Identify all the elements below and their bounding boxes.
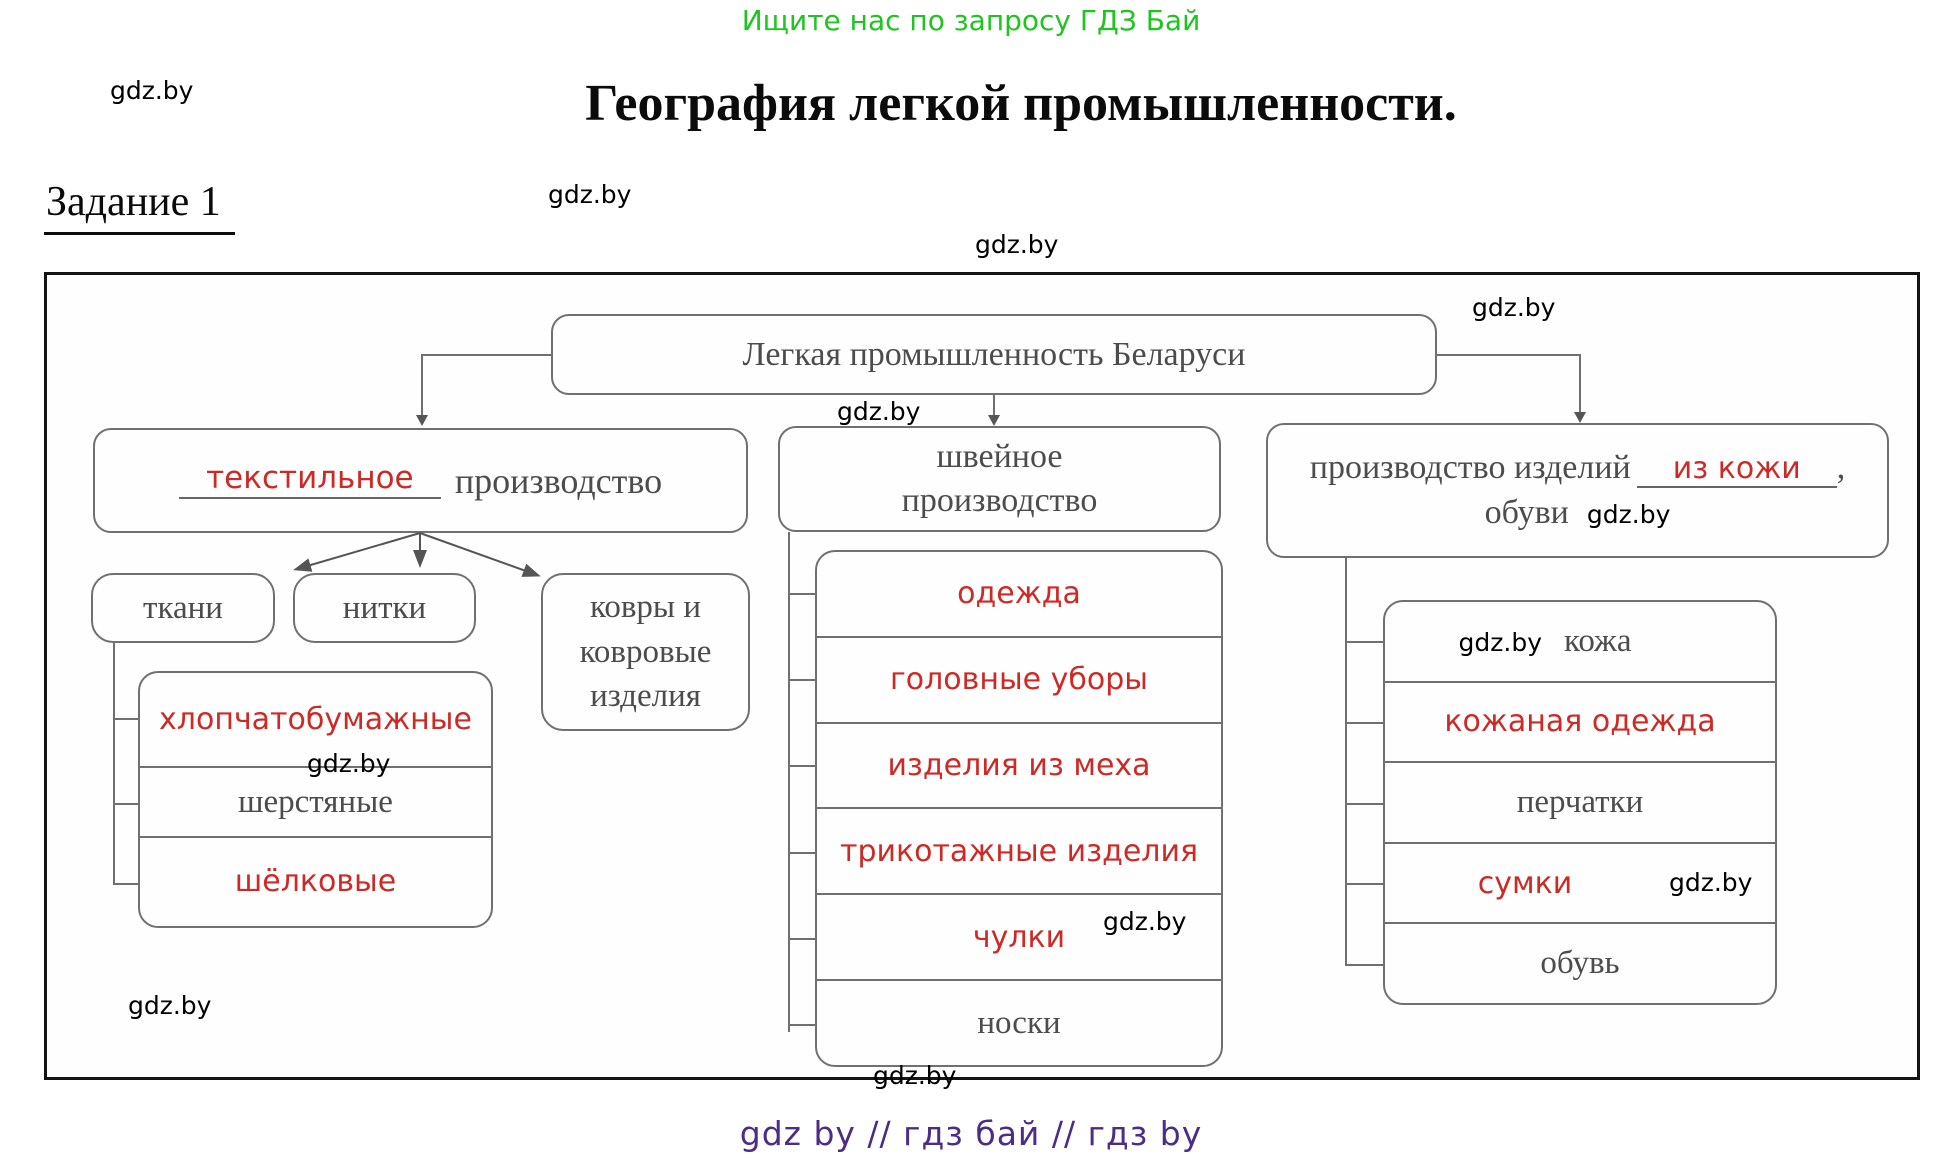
leather-comma: , [1836,448,1846,486]
page-title: География легкой промышленности. [585,75,1457,132]
watermark-sewing-stack: gdz.by [1103,907,1187,936]
arrowhead-right [1574,412,1586,423]
bracket-tick [113,883,138,885]
watermark-frame-top-right: gdz.by [1472,293,1556,322]
watermark-fabrics: gdz.by [307,749,391,778]
watermark-leather-box: gdz.by [1586,500,1671,530]
sewing-item-label: головные уборы [890,662,1148,698]
leather-item-inner: gdz.by кожа [1459,623,1632,660]
bracket-tick [788,852,815,854]
leather-line2: обуви gdz.by [1485,494,1671,532]
sewing-label-line2: производство [901,482,1098,519]
bracket-tick [788,765,815,767]
task-heading: Задание 1 [44,178,235,235]
fabric-item-label: шерстяные [238,783,393,820]
bracket-tick [1345,964,1383,966]
child-label: ковры и ковровые изделия [579,589,712,715]
bracket-tick [113,718,138,720]
diagram-frame: gdz.by Легкая промышленность Беларуси те… [44,272,1920,1090]
fabric-item-label: хлопчатобумажные [159,702,472,737]
sewing-item-row: головные уборы [817,635,1221,722]
bracket-tick [788,938,815,940]
textile-child-carpets-box: ковры и ковровые изделия [541,573,750,731]
promo-banner: Ищите нас по запросу ГДЗ Бай [741,4,1201,37]
fan-arrows [293,532,541,577]
fabric-item-row: шерстяные [140,766,491,836]
watermark-bottom-left: gdz.by [128,991,212,1020]
sewing-label-line1: швейное [936,437,1063,475]
sewing-item-row: одежда [817,552,1221,636]
leather-bracket [1345,558,1347,965]
textile-child-threads-box: нитки [293,573,476,643]
watermark-above-frame: gdz.by [975,230,1059,259]
textile-label: производство [454,460,663,501]
watermark-sewing-top: gdz.by [837,397,921,426]
leather-item-row: кожаная одежда [1385,680,1775,762]
leather-item-label: перчатки [1516,783,1644,820]
bracket-tick [1345,722,1383,724]
bracket-tick [788,593,815,595]
connector-right-horizontal [1437,354,1580,356]
watermark-under-title: gdz.by [548,180,632,209]
sewing-item-row: трикотажные изделия [817,807,1221,893]
bracket-tick [788,679,815,681]
sewing-item-row: чулки [817,893,1221,979]
sewing-stack: одежда головные уборы изделия из меха тр… [815,550,1223,1067]
leather-line1: производство изделий из кожи , [1309,448,1846,489]
sewing-item-label: трикотажные изделия [839,833,1199,869]
textile-answer-blank: текстильное [178,462,441,499]
fabrics-stack: хлопчатобумажные шерстяные шёлковые [138,671,493,928]
fabric-item-row: шёлковые [140,836,491,924]
leather-item-label: сумки [1477,865,1573,901]
root-label: Легкая промышленность Беларуси [742,335,1246,373]
leather-item-label: обувь [1540,945,1620,982]
leather-item-label: кожаная одежда [1444,704,1716,740]
bracket-tick [113,803,138,805]
child-label: ткани [143,589,223,626]
leather-stack: gdz.by кожа кожаная одежда перчатки сумк… [1383,600,1777,1005]
connector-middle-vertical [993,395,995,417]
bracket-tick [1345,803,1383,805]
arrowhead-middle [988,415,1000,426]
watermark-kozha: gdz.by [1458,627,1542,657]
root-box: Легкая промышленность Беларуси [551,314,1437,395]
connector-left-vertical [421,354,423,416]
sewing-item-label: носки [977,1004,1061,1041]
sewing-item-row: носки [817,979,1221,1065]
fabric-item-row: хлопчатобумажные [140,673,491,766]
child-label: нитки [342,589,427,626]
bracket-tick [788,1024,815,1026]
sewing-item-row: изделия из меха [817,721,1221,808]
leather-answer-blank: из кожи [1636,453,1837,489]
leather-box: производство изделий из кожи , обуви gdz… [1266,423,1889,558]
watermark-bottom-center: gdz.by [873,1061,957,1090]
leather-item-row: перчатки [1385,761,1775,842]
bracket-tick [1345,641,1383,643]
watermark-top-left: gdz.by [110,76,194,105]
sewing-item-label: одежда [957,576,1081,612]
connector-left-horizontal [422,354,552,356]
watermark-sumki: gdz.by [1669,867,1753,897]
sewing-item-label: изделия из меха [887,748,1151,784]
footer-sitename: gdz by // гдз бай // гдз by [739,1114,1203,1153]
leather-item-row: сумки gdz.by [1385,841,1775,923]
textile-child-fabrics-box: ткани [91,573,275,643]
sewing-box: швейное производство [778,426,1221,532]
connector-right-vertical [1579,354,1581,414]
fabric-item-label: шёлковые [234,863,397,899]
sewing-bracket [788,532,790,1032]
leather-item-row: обувь [1385,922,1775,1003]
leather-label-line2: обуви [1484,494,1569,532]
leather-label: производство изделий [1309,448,1631,486]
arrowhead-left [416,415,428,426]
textile-box: текстильное производство [93,428,748,533]
bracket-tick [1345,883,1383,885]
fabrics-bracket [113,643,115,885]
sewing-item-label: чулки [972,919,1066,955]
leather-item-label: кожа [1564,622,1632,659]
leather-item-row: gdz.by кожа [1385,602,1775,681]
